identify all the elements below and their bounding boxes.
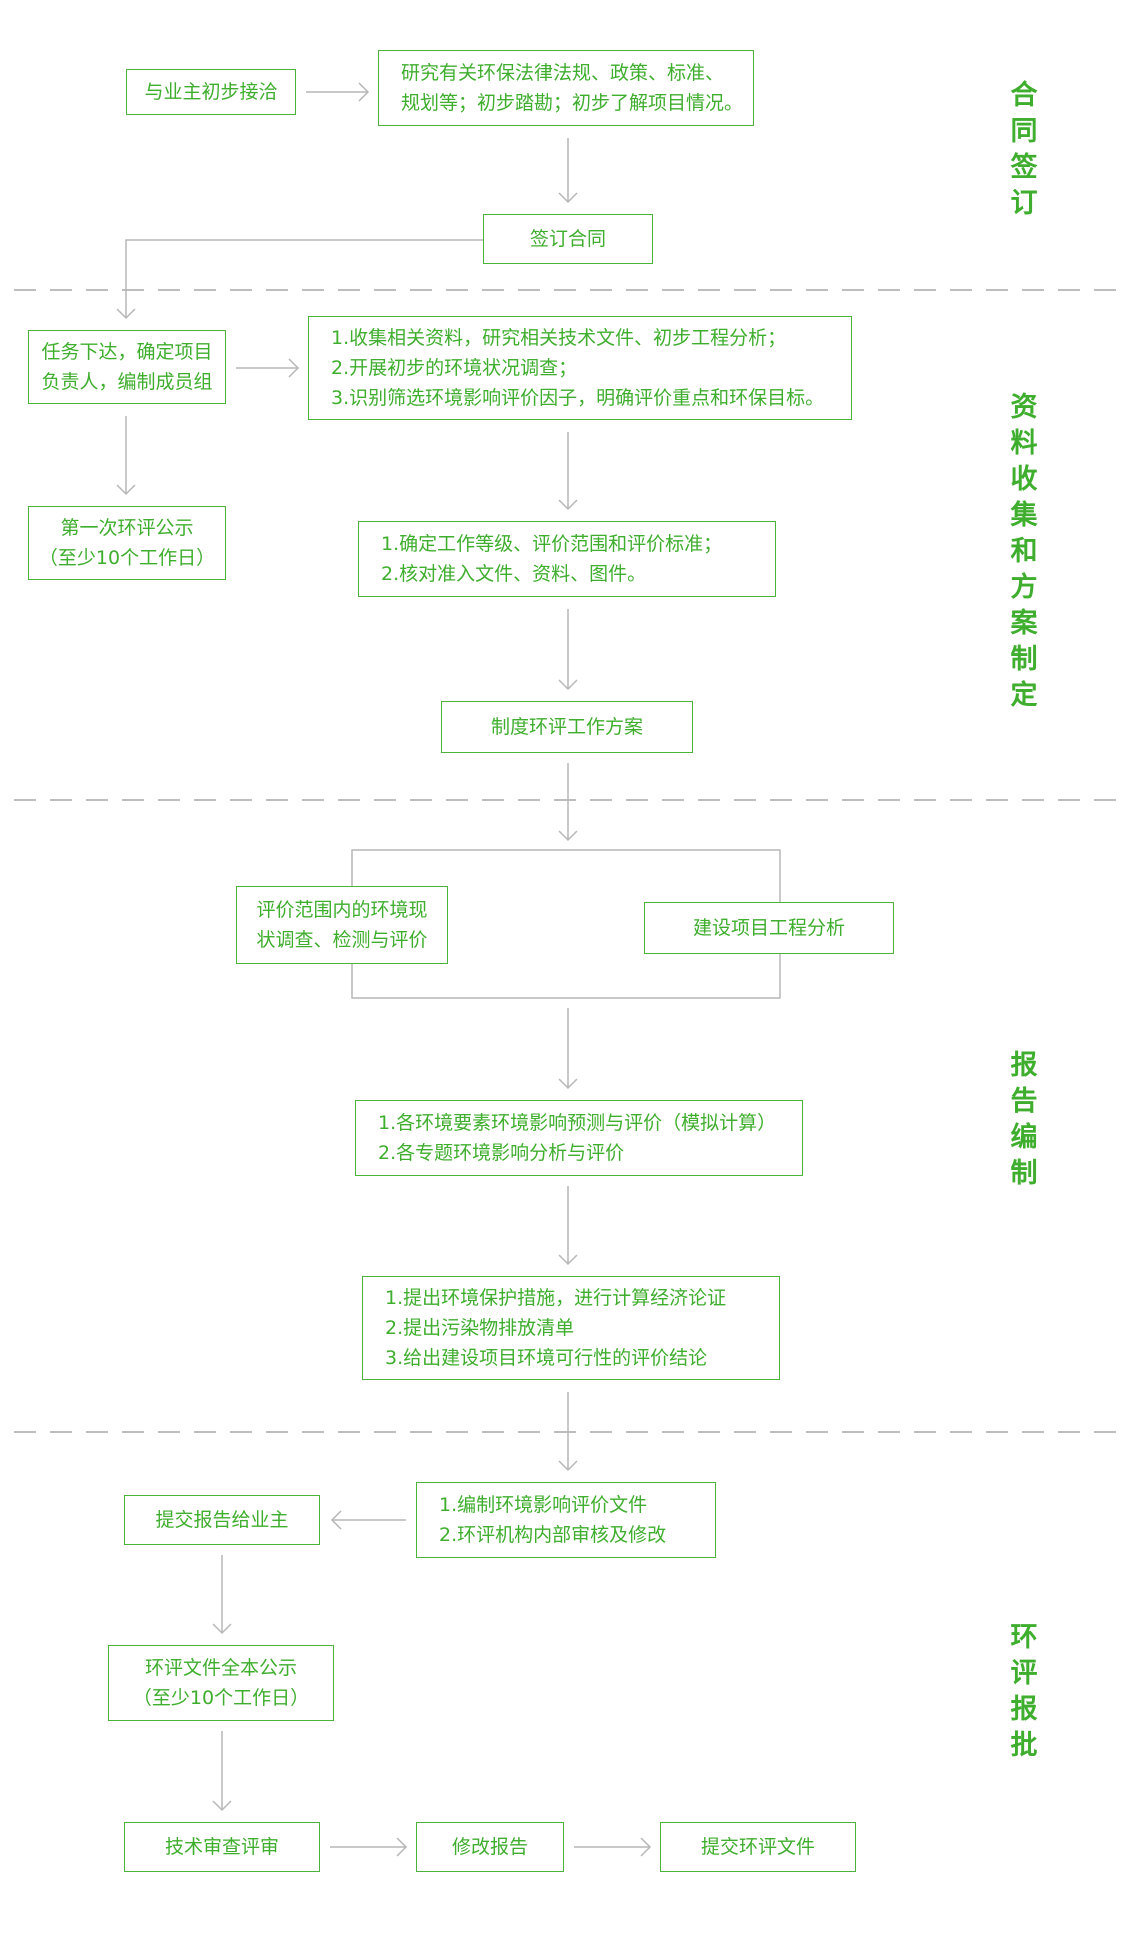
arrow-head	[558, 830, 578, 842]
node-text-line: 评价范围内的环境现	[256, 899, 428, 921]
arrow-head	[288, 358, 300, 378]
node-text-line: 2.环评机构内部审核及修改	[439, 1524, 667, 1546]
arrow-head	[558, 1254, 578, 1266]
node-text-line: 2.开展初步的环境状况调查；	[331, 357, 578, 379]
node-engineering-analysis: 建设项目工程分析	[644, 902, 894, 954]
node-text-line: 建设项目工程分析	[692, 917, 845, 939]
arrow-head	[558, 1078, 578, 1090]
node-text-line: 负责人，编制成员组	[41, 371, 213, 393]
stage-label-approval: 环评报批	[1004, 1620, 1044, 1764]
node-text-line: 3.给出建设项目环境可行性的评价结论	[385, 1347, 708, 1369]
node-text-line: 1.提出环境保护措施，进行计算经济论证	[385, 1287, 727, 1309]
stage-char: 定	[1010, 680, 1038, 711]
node-text-line: 2.提出污染物排放清单	[385, 1317, 575, 1339]
node-assign-task: 任务下达，确定项目负责人，编制成员组	[28, 330, 226, 404]
arrow-head	[358, 82, 370, 102]
node-impact-prediction: 1.各环境要素环境影响预测与评价（模拟计算） 2.各专题环境影响分析与评价	[355, 1100, 803, 1176]
node-text-line: 技术审查评审	[164, 1836, 279, 1858]
node-text-line: 1.收集相关资料，研究相关技术文件、初步工程分析；	[331, 327, 787, 349]
arrow-head	[116, 308, 136, 320]
stage-char: 同	[1010, 116, 1038, 147]
node-compile-docs: 1.编制环境影响评价文件 2.环评机构内部审核及修改	[416, 1482, 716, 1558]
node-text-line: 任务下达，确定项目	[41, 341, 213, 363]
node-text-line: 修改报告	[451, 1836, 528, 1858]
node-text-line: 提交环评文件	[700, 1836, 815, 1858]
node-text-line: 第一次环评公示	[60, 517, 194, 539]
node-text-line: 2.核对准入文件、资料、图件。	[381, 563, 647, 585]
stage-char: 编	[1010, 1122, 1038, 1153]
node-text-line: 提交报告给业主	[155, 1509, 289, 1531]
node-tech-review: 技术审查评审	[124, 1822, 320, 1872]
stage-label-data-collection: 资料收集和方案制定	[1004, 390, 1044, 714]
node-text-line: 规划等；初步踏勘；初步了解项目情况。	[401, 92, 744, 114]
parallel-bracket-top	[351, 849, 781, 902]
node-sign-contract: 签订合同	[483, 214, 653, 264]
arrow-head	[558, 679, 578, 691]
node-text-line: 签订合同	[529, 228, 606, 250]
node-text-line: （至少10个工作日）	[132, 1687, 310, 1709]
stage-char: 批	[1010, 1730, 1038, 1761]
stage-char: 集	[1010, 500, 1038, 531]
stage-char: 案	[1010, 608, 1038, 639]
node-full-notice: 环评文件全本公示 （至少10个工作日）	[108, 1645, 334, 1721]
node-text-line: 1.确定工作等级、评价范围和评价标准；	[381, 533, 723, 555]
node-initial-contact: 与业主初步接洽	[126, 69, 296, 115]
node-env-survey: 评价范围内的环境现状调查、检测与评价	[236, 886, 448, 964]
arrow-head	[558, 1460, 578, 1472]
node-work-plan: 制度环评工作方案	[441, 701, 693, 753]
stage-char: 订	[1010, 188, 1038, 219]
arrow-head	[640, 1837, 652, 1857]
stage-char: 收	[1010, 464, 1038, 495]
arrow-head	[558, 499, 578, 511]
stage-label-report: 报告编制	[1004, 1048, 1044, 1192]
stage-char: 制	[1010, 1158, 1038, 1189]
arrow-head	[212, 1800, 232, 1812]
node-text-line: 2.各专题环境影响分析与评价	[378, 1142, 625, 1164]
node-text-line: 环评文件全本公示	[144, 1657, 297, 1679]
parallel-bracket-bottom	[351, 954, 781, 999]
node-protection-measures: 1.提出环境保护措施，进行计算经济论证 2.提出污染物排放清单 3.给出建设项目环境…	[362, 1276, 780, 1380]
node-text-line: 1.编制环境影响评价文件	[439, 1494, 648, 1516]
node-text-line: 1.各环境要素环境影响预测与评价（模拟计算）	[378, 1112, 777, 1134]
node-submit-final: 提交环评文件	[660, 1822, 856, 1872]
stage-char: 告	[1010, 1086, 1038, 1117]
stage-char: 方	[1010, 572, 1038, 603]
arrow-head	[396, 1837, 408, 1857]
node-determine-level: 1.确定工作等级、评价范围和评价标准； 2.核对准入文件、资料、图件。	[358, 521, 776, 597]
arrow-connector	[125, 239, 483, 318]
stage-char: 签	[1010, 152, 1038, 183]
stage-label-contract: 合同签订	[1004, 78, 1044, 222]
arrow-head	[558, 192, 578, 204]
arrow-head	[330, 1510, 342, 1530]
node-research: 研究有关环保法律法规、政策、标准、规划等；初步踏勘；初步了解项目情况。	[378, 50, 754, 126]
node-collect-info: 1.收集相关资料，研究相关技术文件、初步工程分析； 2.开展初步的环境状况调查； 3…	[308, 316, 852, 420]
node-first-notice: 第一次环评公示 （至少10个工作日）	[28, 506, 226, 580]
stage-char: 合	[1010, 80, 1038, 111]
node-text-line: （至少10个工作日）	[38, 547, 216, 569]
node-text-line: 与业主初步接洽	[144, 81, 278, 103]
node-submit-to-owner: 提交报告给业主	[124, 1495, 320, 1545]
stage-char: 料	[1010, 428, 1038, 459]
node-text-line: 制度环评工作方案	[490, 716, 643, 738]
stage-char: 资	[1010, 392, 1038, 423]
node-text-line: 3.识别筛选环境影响评价因子，明确评价重点和环保目标。	[331, 387, 825, 409]
arrow-head	[116, 484, 136, 496]
stage-char: 和	[1010, 536, 1038, 567]
node-text-line: 研究有关环保法律法规、政策、标准、	[401, 62, 725, 84]
stage-char: 制	[1010, 644, 1038, 675]
node-text-line: 状调查、检测与评价	[256, 929, 428, 951]
arrow-head	[212, 1623, 232, 1635]
stage-char: 环	[1010, 1622, 1038, 1653]
stage-char: 报	[1010, 1050, 1038, 1081]
stage-char: 评	[1010, 1658, 1038, 1689]
node-revise-report: 修改报告	[416, 1822, 564, 1872]
stage-char: 报	[1010, 1694, 1038, 1725]
